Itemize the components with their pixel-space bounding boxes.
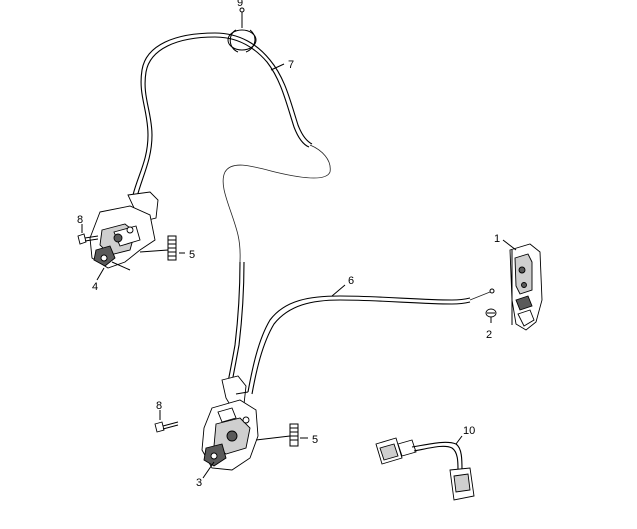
callout-8-upper: 8 xyxy=(77,214,83,226)
callout-10: 10 xyxy=(463,425,475,437)
bolt-8-lower xyxy=(154,421,179,433)
callout-3: 3 xyxy=(196,477,202,489)
bracket-1 xyxy=(509,243,543,331)
callout-7: 7 xyxy=(288,59,294,71)
cable-lower xyxy=(227,261,245,383)
bolt-8-upper xyxy=(77,233,99,245)
spring-5-lower xyxy=(255,423,299,447)
clip-9 xyxy=(227,7,257,53)
callout-9: 9 xyxy=(237,0,243,9)
latch-3 xyxy=(201,375,259,471)
callout-1: 1 xyxy=(494,233,500,245)
callout-8-lower: 8 xyxy=(156,400,162,412)
spring-5-upper xyxy=(139,235,177,261)
callout-5-upper: 5 xyxy=(189,249,195,261)
callout-5-lower: 5 xyxy=(312,434,318,446)
cable-6 xyxy=(247,288,495,395)
cable-7 xyxy=(132,32,331,263)
screw-2 xyxy=(485,308,497,318)
callout-2: 2 xyxy=(486,329,492,341)
callout-4: 4 xyxy=(92,281,98,293)
leader-lines xyxy=(81,63,517,479)
callout-6: 6 xyxy=(348,275,354,287)
latch-4 xyxy=(89,191,159,271)
harness-10 xyxy=(375,437,475,501)
